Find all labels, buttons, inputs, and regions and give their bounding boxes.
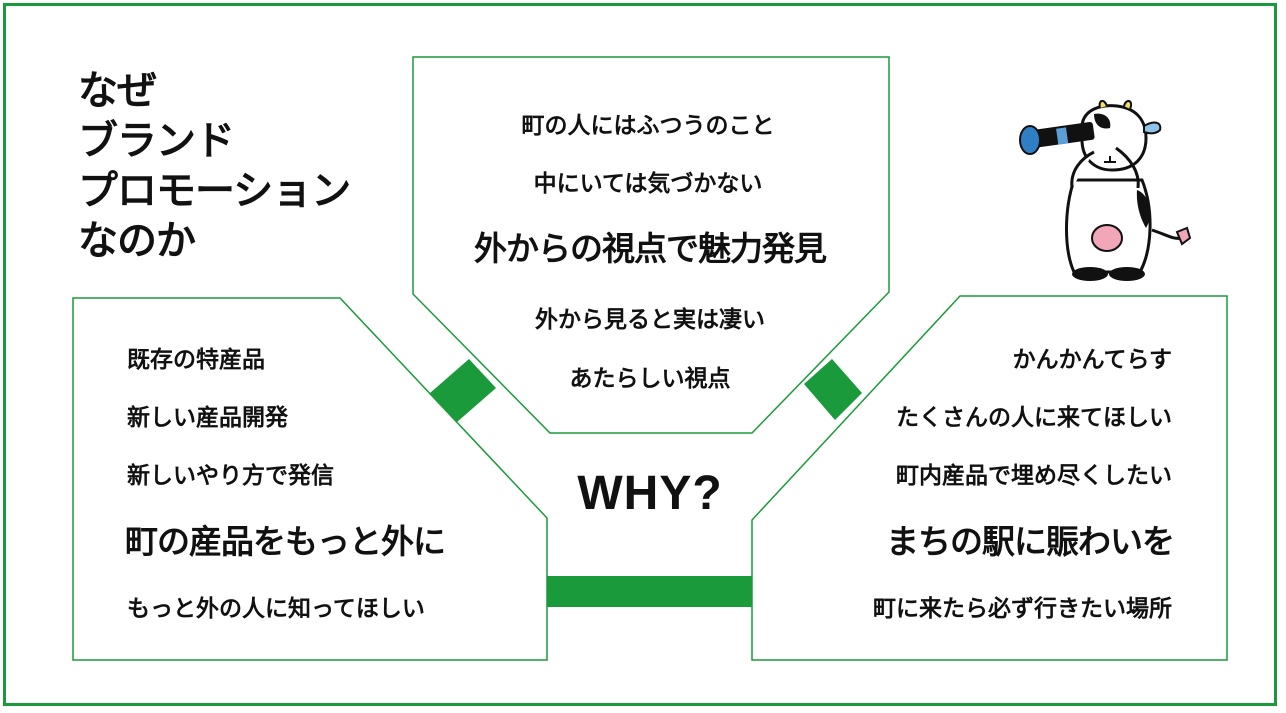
connector-top-right	[804, 359, 862, 420]
left-box-line: 既存の特産品	[127, 347, 265, 373]
left-box-emphasis: 町の産品をもっと外に	[125, 522, 446, 561]
title-line: プロモーション	[78, 168, 351, 214]
right-box	[751, 295, 1228, 661]
outer-frame	[3, 3, 1277, 706]
title-line: ブランド	[78, 118, 235, 164]
center-why-label: WHY?	[577, 467, 723, 520]
top-box-line: 中にいては気づかない	[533, 171, 763, 197]
title-line: なのか	[78, 218, 196, 264]
right-box-line: かんかんてらす	[1012, 347, 1172, 373]
connector-top-left	[430, 359, 496, 422]
top-box-line: 町の人にはふつうのこと	[521, 113, 775, 139]
connector-bottom	[547, 576, 752, 607]
top-box-line: あたらしい視点	[569, 366, 731, 392]
top-box	[412, 56, 890, 434]
right-box-line: たくさんの人に来てほしい	[896, 405, 1172, 431]
title-line: なぜ	[78, 68, 157, 114]
cow-with-telescope-icon	[1019, 100, 1192, 281]
left-box-line: 新しい産品開発	[127, 405, 288, 431]
left-box-line: 新しいやり方で発信	[127, 463, 334, 489]
top-box-line: 外から見ると実は凄い	[535, 307, 765, 333]
top-box-emphasis: 外からの視点で魅力発見	[474, 229, 827, 268]
right-box-line: 町内産品で埋め尽くしたい	[896, 463, 1172, 489]
left-box-line: もっと外の人に知ってほしい	[127, 596, 425, 622]
right-box-emphasis: まちの駅に賑わいを	[886, 522, 1175, 561]
page-title: なぜ ブランド プロモーション なのか	[78, 66, 351, 266]
right-box-line: 町に来たら必ず行きたい場所	[873, 596, 1172, 622]
